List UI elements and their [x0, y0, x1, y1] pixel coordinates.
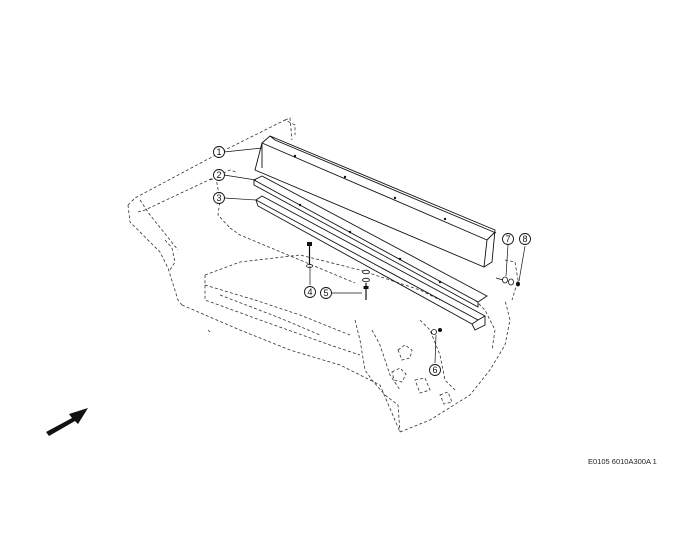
svg-text:8: 8 — [522, 234, 527, 244]
callout-8: 8 — [519, 233, 531, 245]
svg-text:5: 5 — [323, 288, 328, 298]
frame-outline — [127, 117, 519, 433]
svg-text:7: 7 — [505, 234, 510, 244]
callout-7: 7 — [502, 233, 514, 245]
svg-text:1: 1 — [216, 147, 221, 157]
part-5-bolt-washers — [362, 269, 370, 300]
svg-text:3: 3 — [216, 193, 221, 203]
part-4-bolt — [306, 242, 313, 268]
svg-text:6: 6 — [432, 365, 437, 375]
svg-text:4: 4 — [307, 287, 312, 297]
part-2-plate — [253, 175, 488, 308]
svg-text:2: 2 — [216, 170, 221, 180]
drawing-reference-code: E0105 6010A300A 1 — [588, 457, 657, 466]
hole-marks — [293, 154, 447, 284]
part-3-angle-bar — [255, 195, 486, 331]
callout-2: 2 — [213, 169, 225, 181]
callout-4: 4 — [304, 286, 316, 298]
direction-arrow-icon — [46, 408, 88, 436]
callout-5: 5 — [320, 287, 332, 299]
part-1-top-cover — [254, 135, 497, 268]
callout-3: 3 — [213, 192, 225, 204]
callout-6: 6 — [429, 364, 441, 376]
part-7-8-washer-nut — [495, 276, 520, 287]
leader-lines — [223, 147, 526, 364]
callout-1: 1 — [213, 146, 225, 158]
part-6-fastener — [431, 328, 442, 335]
